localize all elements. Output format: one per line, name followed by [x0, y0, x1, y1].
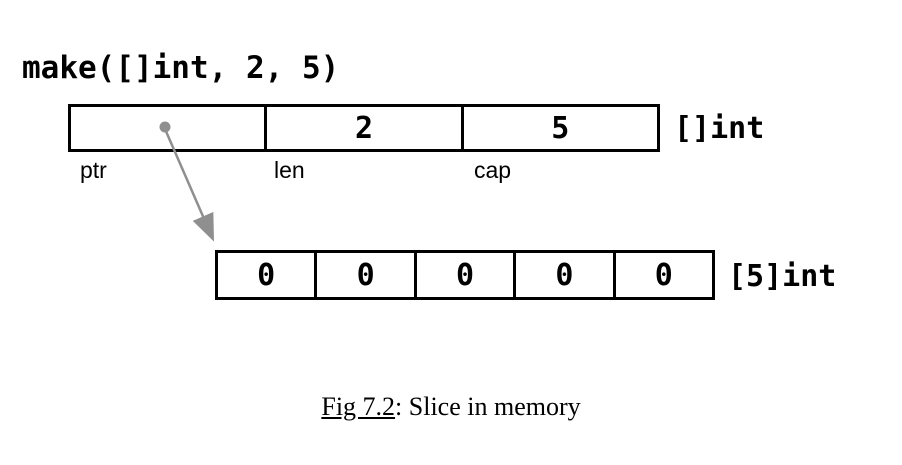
slice-header-box: 2 5 — [68, 104, 660, 152]
ptr-field-label: ptr — [80, 157, 107, 183]
cap-field-label: cap — [474, 157, 512, 183]
slice-ptr-cell — [71, 107, 268, 149]
array-cell: 0 — [417, 253, 517, 297]
array-cell: 0 — [317, 253, 417, 297]
slice-len-cell: 2 — [267, 107, 464, 149]
array-cell: 0 — [218, 253, 318, 297]
slice-cap-cell: 5 — [551, 110, 570, 146]
array-cell: 0 — [654, 257, 673, 293]
make-call-code: make([]int, 2, 5) — [22, 50, 340, 86]
array-cell: 0 — [516, 253, 616, 297]
figure-number: Fig 7.2 — [321, 392, 396, 421]
slice-type-label: []int — [674, 111, 765, 146]
figure-caption-text: : Slice in memory — [395, 392, 581, 421]
backing-array-box: 0 0 0 0 0 — [215, 250, 715, 300]
array-type-label: [5]int — [728, 259, 837, 294]
len-field-label: len — [274, 157, 305, 183]
figure-caption: Fig 7.2: Slice in memory — [0, 392, 902, 422]
